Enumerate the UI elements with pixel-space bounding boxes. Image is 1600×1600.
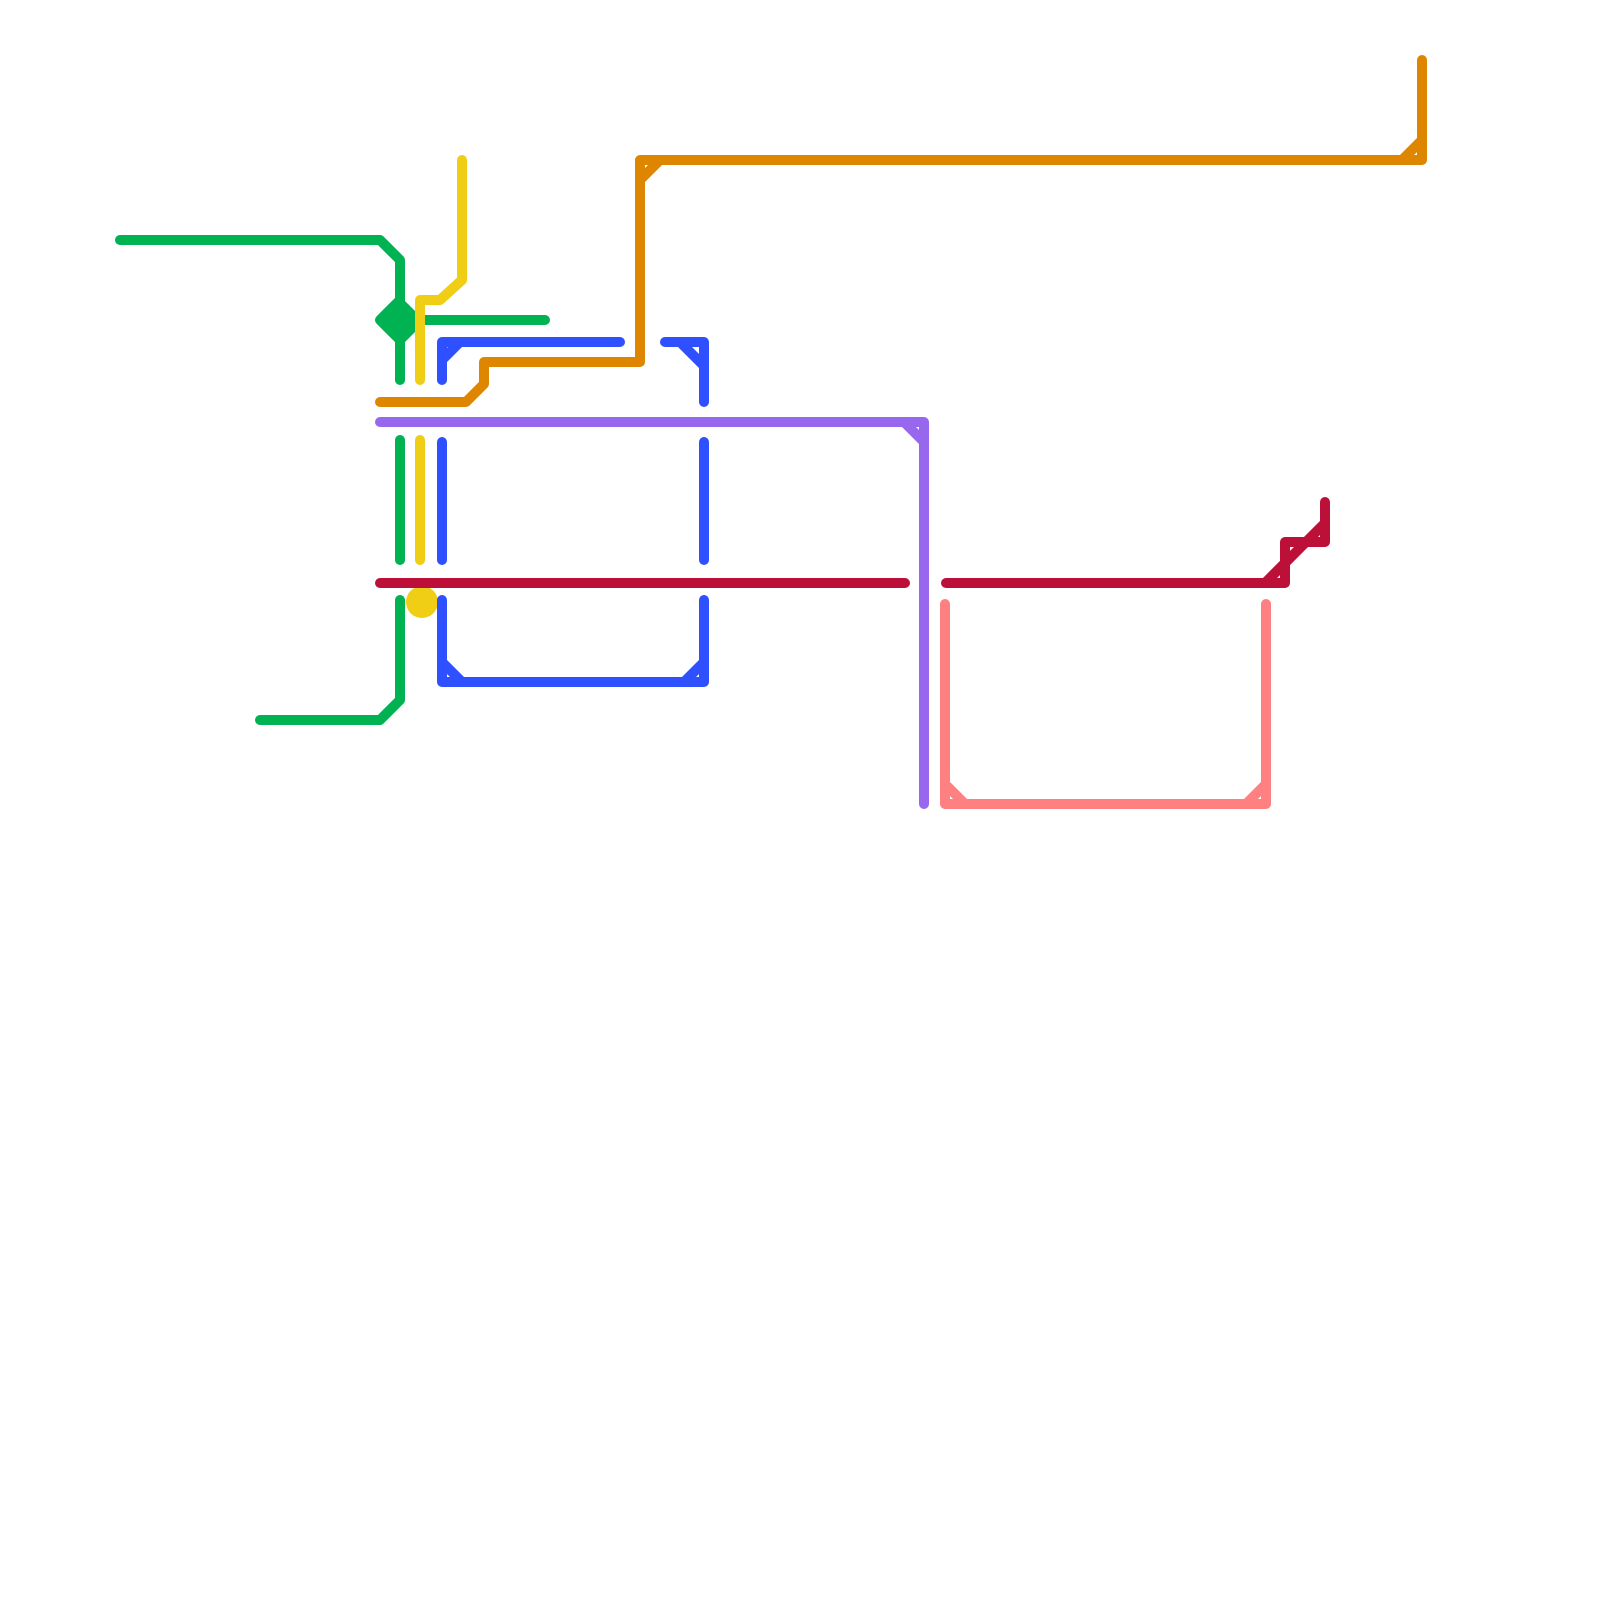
purple-line-segment: [899, 417, 929, 447]
green-line-junction: [376, 296, 424, 344]
orange-line-segment: [635, 155, 665, 185]
blue-line-segment: [437, 595, 709, 687]
blue-line-segment: [437, 337, 625, 385]
green-line-segment: [115, 235, 405, 385]
yellow-line-terminus: [406, 586, 438, 618]
green-line: [115, 235, 550, 725]
blue-line-segment: [437, 337, 465, 365]
orange-line-segment: [1397, 135, 1427, 165]
purple-line: [375, 417, 929, 809]
blue-line: [437, 337, 709, 687]
blue-line-segment: [679, 657, 709, 687]
yellow-line: [406, 155, 467, 618]
pink-line-segment: [940, 779, 970, 809]
blue-line-segment: [437, 657, 467, 687]
blue-line-segment: [675, 337, 709, 371]
crimson-line-segment: [1260, 518, 1330, 588]
orange-line: [375, 55, 1427, 407]
orange-line-segment: [375, 55, 1427, 407]
purple-line-segment: [375, 417, 929, 809]
crimson-line-segment: [941, 497, 1330, 588]
pink-line-segment: [1241, 779, 1271, 809]
crimson-line: [375, 497, 1330, 588]
yellow-line-segment: [415, 155, 467, 385]
pink-line: [940, 599, 1271, 809]
green-line-segment: [255, 595, 405, 725]
pink-line-segment: [940, 599, 1271, 809]
